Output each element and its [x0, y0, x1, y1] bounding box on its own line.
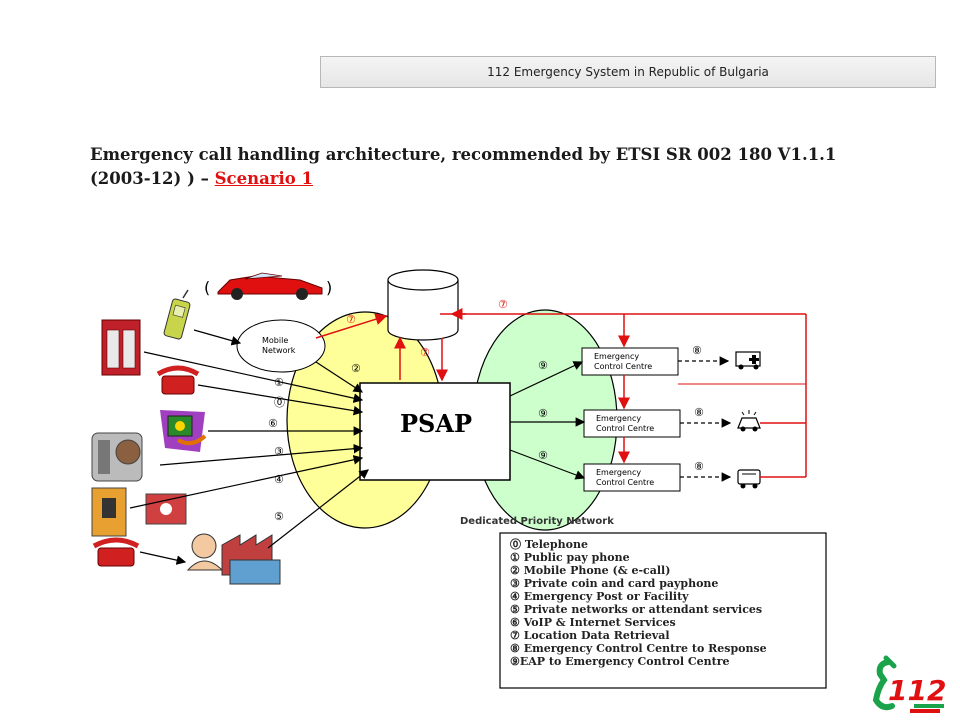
ecc-label: Control Centre — [596, 478, 654, 487]
operator-factory-icon — [186, 533, 281, 585]
voip-computer-icon — [160, 410, 207, 452]
title-line1: Emergency call handling architecture, re… — [90, 145, 837, 164]
mobile-phone-icon — [163, 289, 191, 340]
legend-item: ⑥ VoIP & Internet Services — [510, 616, 676, 629]
ecc-label: Emergency — [596, 414, 641, 423]
badge: ⑤ — [274, 510, 284, 523]
telephone-icon — [156, 365, 200, 395]
legend-item: ④ Emergency Post or Facility — [510, 590, 689, 603]
ecc-label: Control Centre — [596, 424, 654, 433]
badge: ⑨ — [538, 449, 548, 462]
logo-112: 112 — [872, 655, 946, 713]
badge: ⑧ — [694, 460, 704, 473]
badge: ⑨ — [538, 359, 548, 372]
svg-text:(: ( — [204, 278, 210, 297]
network-label: Dedicated Priority Network — [460, 516, 614, 527]
badge: ③ — [274, 445, 284, 458]
title-line2: (2003-12) ) – — [90, 169, 215, 188]
legend-item: ⑨EAP to Emergency Control Centre — [510, 655, 730, 668]
badge: ⑧ — [694, 406, 704, 419]
legend-item: ③ Private coin and card payphone — [510, 577, 718, 590]
badge: ⑥ — [268, 417, 278, 430]
mobile-network-label: Mobile — [262, 336, 288, 345]
badge: ⓪ — [274, 396, 285, 409]
scenario-link[interactable]: Scenario 1 — [214, 169, 313, 188]
logo-text: 112 — [888, 674, 946, 707]
legend-item: ② Mobile Phone (& e-call) — [510, 564, 670, 577]
emergency-post-icon — [91, 487, 187, 537]
mobile-network-ellipse — [236, 319, 326, 373]
ambulance-icon — [735, 351, 761, 370]
ecc-label: Control Centre — [594, 362, 652, 371]
coin-payphone-icon — [91, 432, 143, 482]
car-icon: ( ) — [204, 272, 332, 300]
database-icon — [387, 269, 459, 341]
legend-item: ⑧ Emergency Control Centre to Response — [510, 642, 767, 655]
svg-text:): ) — [326, 278, 332, 297]
legend-box — [499, 532, 827, 689]
mobile-network-label: Network — [262, 346, 296, 355]
badge: ② — [351, 362, 361, 375]
page-title: Emergency call handling architecture, re… — [90, 143, 910, 191]
phone-booth-icon — [101, 319, 141, 376]
legend-item: ⑦ Location Data Retrieval — [510, 629, 670, 642]
fire-truck-icon — [737, 469, 761, 489]
police-car-icon — [737, 410, 761, 432]
legend-item: ① Public pay phone — [510, 551, 630, 564]
header-banner: 112 Emergency System in Republic of Bulg… — [320, 56, 936, 88]
ecc-label: Emergency — [596, 468, 641, 477]
badge: ⑦ — [498, 298, 508, 311]
badge: ⑧ — [692, 344, 702, 357]
legend-item: ⓪ Telephone — [510, 537, 588, 551]
badge: ⑦ — [346, 313, 356, 326]
badge: ⑨ — [538, 407, 548, 420]
header-text: 112 Emergency System in Republic of Bulg… — [487, 65, 769, 79]
badge: ① — [274, 376, 284, 389]
psap-label: PSAP — [400, 409, 472, 438]
legend-item: ⑤ Private networks or attendant services — [510, 603, 762, 616]
ecc-label: Emergency — [594, 352, 639, 361]
ecc-box-3 — [583, 463, 681, 492]
desk-phone-icon — [92, 537, 140, 567]
badge: ④ — [274, 473, 284, 486]
badge: ⑦ — [420, 346, 430, 359]
